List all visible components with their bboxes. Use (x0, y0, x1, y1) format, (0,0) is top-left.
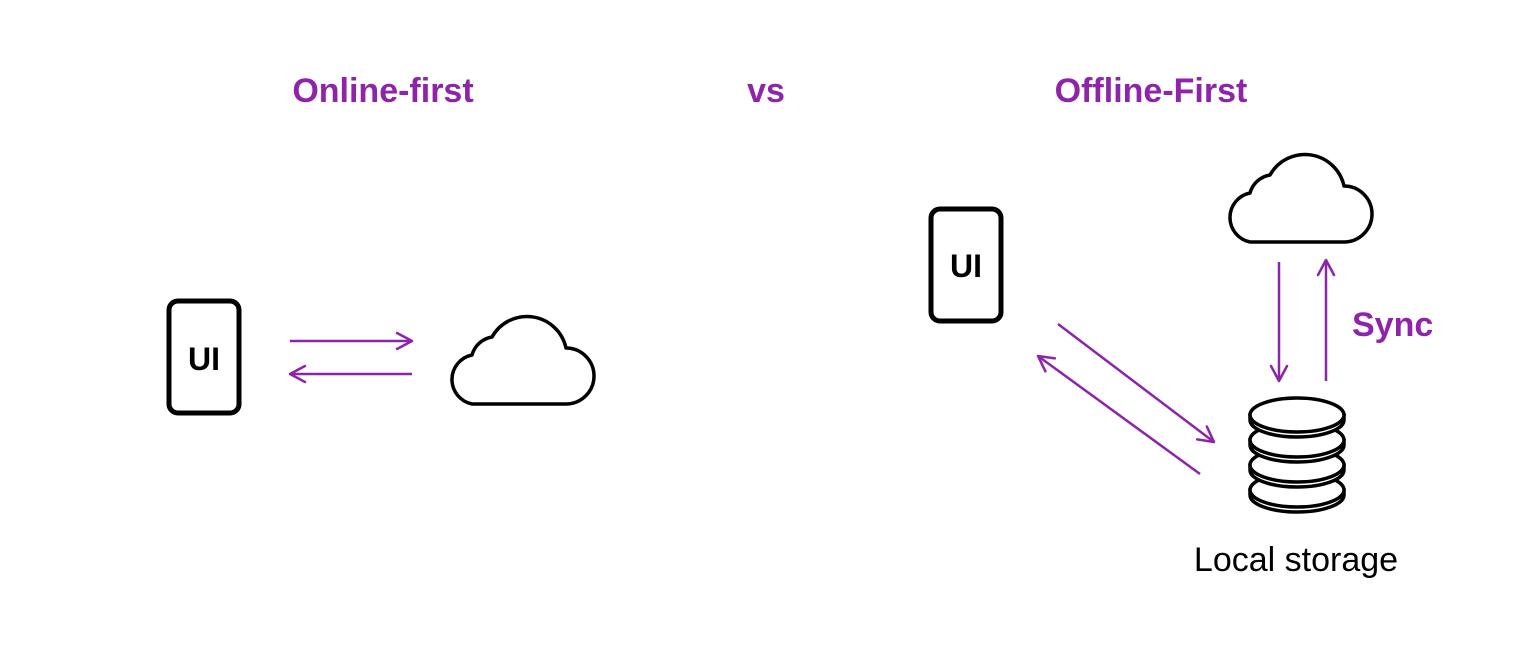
local-storage-label: Local storage (1194, 541, 1398, 579)
online-ui-label: UI (188, 341, 220, 377)
storage-to-ui-arrow (1036, 354, 1201, 476)
online-ui-phone: UI (166, 298, 242, 416)
offline-ui-phone: UI (928, 206, 1004, 324)
vs-heading: vs (747, 72, 785, 110)
local-storage-database-icon (1248, 396, 1346, 514)
phone-icon (166, 298, 242, 416)
offline-ui-label: UI (950, 248, 982, 284)
offline-server-cloud-icon (1228, 152, 1374, 244)
sync-label: Sync (1352, 306, 1433, 344)
online-first-heading: Online-first (292, 72, 473, 110)
ui-to-storage-arrow (1057, 323, 1216, 444)
offline-first-heading: Offline-First (1055, 72, 1248, 110)
phone-icon (928, 206, 1004, 324)
online-server-cloud-icon (450, 314, 596, 406)
